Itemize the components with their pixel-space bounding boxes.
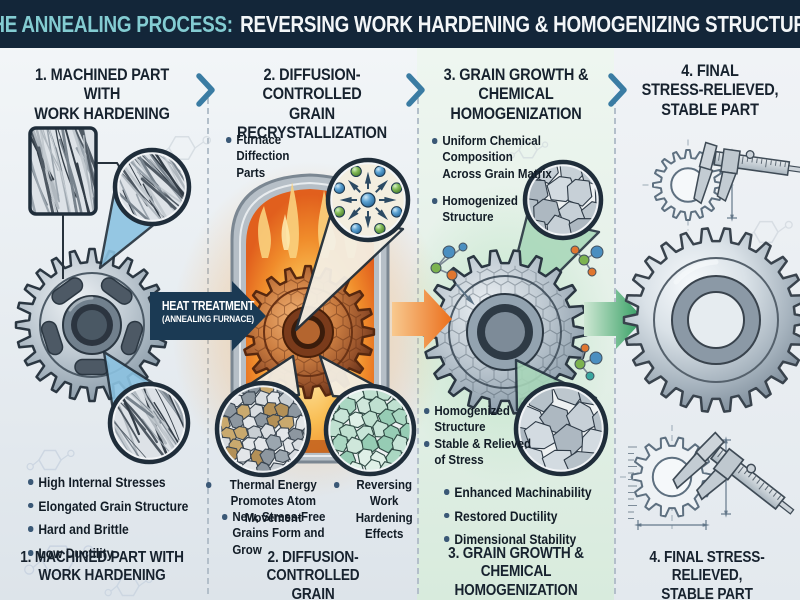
new-grains-label: New, Stress-Free Grains Form and Grow — [232, 509, 326, 557]
furnace-note-label: Furnace Diffection Parts — [236, 132, 290, 180]
annealing-furnace-label: (ANNEALING FURNACE) — [162, 314, 254, 325]
list-item: Low Ductility — [28, 545, 190, 563]
bullet-dot — [432, 198, 437, 204]
bullet-label: Hard and Brittle — [38, 522, 129, 538]
arrow-stage3-to-stage4 — [584, 289, 644, 349]
background-molecule — [26, 449, 75, 471]
gear-work-hardened — [14, 247, 170, 403]
bullet-dot — [28, 479, 33, 485]
gear-final-part — [622, 227, 800, 413]
bullet-dot — [226, 137, 231, 143]
stage4-header: 4. FINAL STRESS-RELIEVED, STABLE PART — [641, 62, 779, 119]
inset-uniform-grains-top — [522, 159, 604, 241]
bullet-dot — [444, 512, 449, 519]
background-molecule — [104, 575, 153, 597]
background-molecule — [24, 545, 94, 575]
uniform-chemical-bullet: Uniform Chemical Composition Across Grai… — [432, 133, 558, 182]
bullet-label: Enhanced Machinability — [454, 485, 592, 500]
heat-treatment-arrow — [150, 281, 266, 351]
arrow-stage2-to-stage3 — [392, 289, 452, 349]
stage3-footer: 3. GRAIN GROWTH & CHEMICAL HOMOGENIZATIO… — [448, 545, 584, 599]
homogenized-mid-label: Homogenized Structure — [434, 403, 510, 435]
reversing-work-label: Reversing Work Hardening Effects — [355, 477, 413, 542]
homogenized-mid-bullet: Homogenized Structure — [424, 403, 541, 436]
molecule-cluster-left — [430, 242, 468, 281]
inset-uniform-grains-bottom — [513, 381, 609, 477]
bullet-dot — [28, 550, 33, 556]
stage1-footer: 1. MACHINED PART WITH WORK HARDENING — [20, 549, 184, 585]
list-item: Enhanced Machinability — [444, 484, 597, 502]
furnace-note: Furnace Diffection Parts — [226, 132, 325, 181]
caliper-bottom — [672, 431, 795, 515]
inset-atom-diffusion — [325, 157, 411, 243]
column-divider-3 — [614, 98, 616, 594]
molecule-cluster-right-top — [570, 245, 604, 277]
list-item: Dimensional Stability — [444, 531, 597, 549]
reversing-work-bullet: Reversing Work Hardening Effects — [334, 477, 424, 543]
stage4-footer: 4. FINAL STRESS-RELIEVED, STABLE PART — [649, 549, 765, 600]
uniform-chemical-label: Uniform Chemical Composition Across Grai… — [442, 133, 552, 181]
bullet-dot — [28, 526, 33, 532]
chevron-separator-icon — [406, 73, 425, 107]
list-item: Restored Ductility — [444, 508, 597, 526]
chevron-separator-icon — [608, 73, 627, 107]
new-grains-bullet: New, Stress-Free Grains Form and Grow — [222, 509, 357, 558]
chevron-separator-icon — [196, 73, 215, 107]
homogenized-top-bullet: Homogenized Structure — [432, 193, 549, 226]
bullet-label: Elongated Grain Structure — [38, 498, 189, 514]
inset-grain-square — [28, 126, 127, 279]
heat-treatment-label: HEAT TREATMENT — [161, 299, 255, 313]
list-item: High Internal Stresses — [28, 474, 190, 492]
bullet-label: Dimensional Stability — [454, 532, 577, 548]
bullet-dot — [334, 482, 339, 488]
list-item: Hard and Brittle — [28, 521, 190, 539]
stage2-header: 2. DIFFUSION-CONTROLLED GRAIN RECRYSTALL… — [236, 66, 387, 143]
bullet-dot — [432, 138, 437, 144]
gear-homogenized — [421, 249, 589, 415]
thermal-energy-bullet: Thermal Energy Promotes Atom Movement — [206, 477, 330, 526]
bullet-dot — [28, 502, 33, 509]
title-emphasis: THE ANNEALING PROCESS: — [0, 10, 234, 37]
molecule-cluster-right-bottom — [574, 343, 603, 381]
stage3-results-list: Enhanced Machinability Restored Ductilit… — [444, 484, 597, 555]
bullet-label: Low Ductility — [38, 546, 114, 562]
bullet-dot — [444, 536, 449, 542]
stable-relieved-bullet: Stable & Relieved of Stress — [424, 436, 541, 469]
caliper-top — [693, 141, 800, 205]
bullet-dot — [222, 514, 227, 520]
stage2-footer: 2. DIFFUSION-CONTROLLED GRAIN RECRYSTALL… — [266, 549, 360, 600]
stage1-header: 1. MACHINED PART WITH WORK HARDENING — [34, 66, 170, 123]
page-title: REVERSING WORK HARDENING & HOMOGENIZING … — [240, 10, 800, 37]
bullet-dot — [424, 441, 429, 447]
bullet-label: High Internal Stresses — [38, 475, 166, 490]
homogenized-top-label: Homogenized Structure — [442, 193, 518, 225]
bullet-label: Restored Ductility — [454, 508, 558, 524]
stable-relieved-label: Stable & Relieved of Stress — [434, 436, 532, 468]
stage1-bullet-list: High Internal Stresses Elongated Grain S… — [28, 474, 190, 569]
background-molecule — [508, 141, 549, 159]
thermal-energy-label: Thermal Energy Promotes Atom Movement — [229, 477, 317, 525]
bullet-dot — [206, 482, 211, 488]
bullet-dot — [424, 408, 429, 414]
inset-elongated-grains-top — [112, 147, 192, 227]
list-item: Elongated Grain Structure — [28, 498, 190, 516]
title-bar: THE ANNEALING PROCESS: REVERSING WORK HA… — [0, 0, 800, 48]
heat-treatment-arrow-label: HEAT TREATMENT (ANNEALING FURNACE) — [149, 299, 267, 325]
stage3-header: 3. GRAIN GROWTH & CHEMICAL HOMOGENIZATIO… — [443, 66, 589, 123]
bullet-dot — [444, 489, 449, 495]
